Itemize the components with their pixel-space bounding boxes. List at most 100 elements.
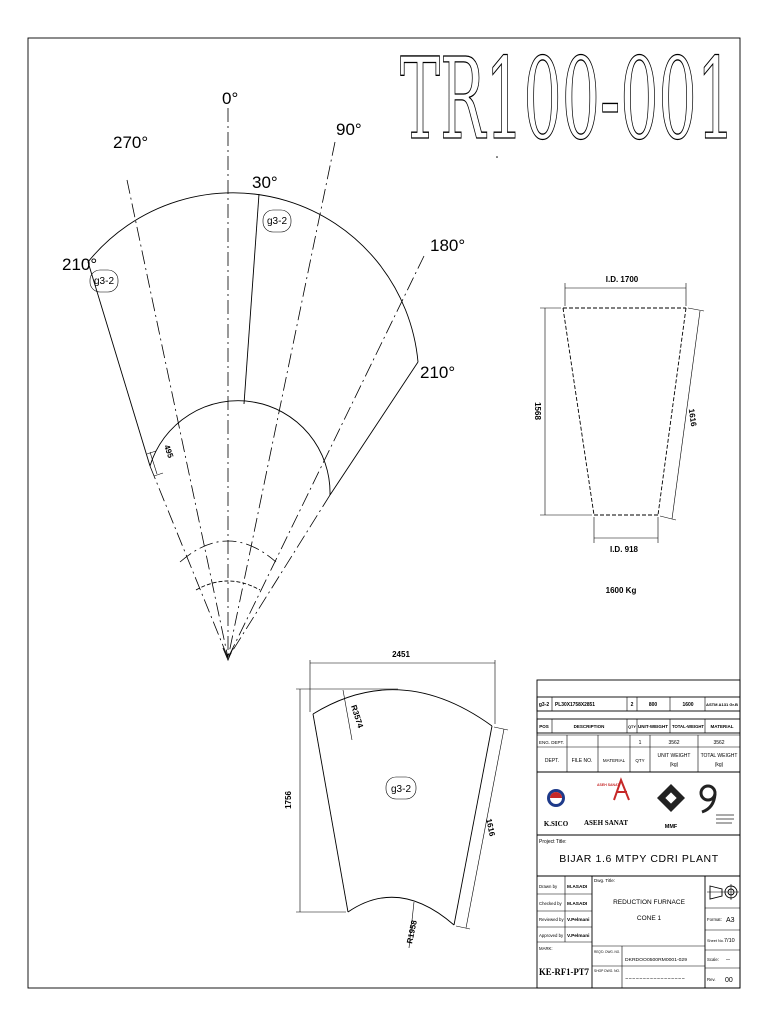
- band-width-tick-2: [153, 472, 164, 477]
- bottom-id-dim: I.D. 918: [610, 545, 639, 554]
- project-title-label: Project Title:: [539, 839, 567, 845]
- format: A3: [726, 917, 735, 924]
- project-title: BIJAR 1.6 MTPY CDRI PLANT: [559, 853, 719, 865]
- approved-by: V.Pelmani: [567, 933, 590, 939]
- inner-arc: [149, 400, 331, 496]
- angle-label-0: 0°: [222, 89, 238, 108]
- right-edge: [329, 361, 419, 496]
- plate-inner-arc: [347, 896, 455, 926]
- dwg-title-label: Dwg. Title:: [594, 878, 615, 883]
- eng-unit-weight: 3562: [668, 740, 679, 746]
- apex-arrow: [222, 647, 234, 662]
- plate-outer-arc: [312, 689, 493, 727]
- cone-weight: 1600 Kg: [606, 586, 637, 595]
- eng-qty: 1: [639, 740, 642, 746]
- apex-arc-inner: [195, 580, 261, 591]
- inner-radius-leader: [408, 901, 415, 949]
- rev-label: Rev.: [707, 977, 716, 982]
- band-width-tick-1: [146, 450, 157, 455]
- plate-mark-bubble: [385, 776, 417, 800]
- left-edge-extension: [149, 465, 229, 659]
- bom-header-description: DESCRIPTION: [574, 724, 605, 729]
- angle-label-30: 30°: [252, 173, 278, 192]
- eng-total-weight: 3562: [713, 740, 724, 746]
- mmf-label: MMF: [665, 824, 678, 830]
- cone-right-side: [657, 307, 687, 516]
- eng-header-file-no: FILE NO.: [572, 758, 593, 764]
- slant-dim: 1616: [687, 408, 698, 427]
- cone-development: 0° 270° 90° 30° 180° 210° 210° g3-2 g3-2…: [62, 89, 465, 662]
- title-block: g3-2 PL30X1758X2851 2 800 1600 ASTM A131…: [536, 679, 741, 989]
- sheet-border: [27, 37, 741, 989]
- plate-piece: 2451 R3574 g3-2 1756 1616 R1958: [284, 650, 509, 949]
- plate-mark: g3-2: [391, 784, 411, 795]
- height-dim: 1568: [533, 402, 542, 420]
- ksico-logo: K.SICO: [544, 789, 569, 828]
- apex-arc: [179, 540, 277, 563]
- plate-slant-dim: 1616: [484, 818, 497, 838]
- eng-header-unit-weight: UNIT WEIGHT: [658, 753, 691, 759]
- plate-width-dim: 2451: [392, 650, 410, 659]
- part-mark-bubble-2: [89, 269, 119, 293]
- bom-header-material: MATERIAL: [711, 724, 734, 729]
- slant-dim-ext-bottom: [659, 515, 677, 521]
- eng-header-qty: QTY: [635, 758, 644, 763]
- bom-header-pos: POS: [539, 724, 549, 729]
- seam-line: [243, 193, 260, 405]
- mmf-logo: MMF: [657, 784, 685, 830]
- eng-header-total-weight: TOTAL WEIGHT: [701, 753, 738, 759]
- bom-description: PL30X1758X2851: [555, 702, 595, 708]
- eng-dept: ENG. DEPT.: [539, 740, 564, 745]
- rev: 00: [725, 977, 733, 984]
- top-id-dim: I.D. 1700: [606, 275, 639, 284]
- mark-label: MARK:: [539, 946, 553, 951]
- ksico-label: K.SICO: [544, 820, 569, 828]
- partner-logo-ring: [699, 784, 717, 802]
- centerline-270: [126, 179, 229, 659]
- dwg-title-line1: REDUCTION FURNACE: [613, 899, 686, 906]
- angle-label-210-left: 210°: [62, 255, 97, 274]
- bom-header-qty: QTY: [628, 725, 636, 729]
- eng-header-dept: DEPT.: [545, 758, 559, 764]
- drawn-by: M.ASADI: [567, 884, 588, 890]
- angle-label-270: 270°: [113, 133, 148, 152]
- angle-label-210-right: 210°: [420, 363, 455, 382]
- outer-arc: [87, 192, 419, 363]
- aseh-sanat-small-label: ASEH SANAT: [597, 783, 620, 787]
- cone-left-side: [562, 307, 595, 516]
- bom-header-row: [536, 718, 741, 734]
- drawing-number: TR100-001: [400, 35, 735, 165]
- approved-by-label: Approved by: [539, 933, 564, 938]
- plate-left-edge: [312, 713, 349, 913]
- left-edge: [87, 261, 151, 467]
- part-mark-bubble-1: [262, 209, 292, 233]
- projection-cone: [709, 885, 723, 900]
- format-label: Format:: [707, 917, 722, 922]
- bom-total-weight: 1600: [682, 702, 693, 708]
- aseh-sanat-mark: [613, 777, 630, 801]
- aseh-sanat-logo: ASEH SANAT ASEH SANAT: [584, 777, 630, 827]
- reqd-dwg-label: REQ'D. DWG. NO.: [594, 950, 620, 954]
- projection-symbol-icon: [707, 884, 739, 900]
- plate-right-edge: [453, 725, 493, 926]
- plate-inner-radius: R1958: [405, 919, 419, 944]
- title-block-frame: [536, 679, 741, 989]
- bom-unit-weight: 800: [649, 702, 658, 708]
- bom-header-total-weight: TOTAL-WEIGHT: [672, 724, 704, 729]
- partner-logo-tail: [701, 793, 717, 814]
- cone-side-view: I.D. 1700 1568 1616 I.D. 918 1600 Kg: [533, 275, 705, 595]
- scale-label: Scale:: [707, 957, 719, 962]
- eng-header-unit-weight-unit: (kg): [670, 762, 679, 768]
- checked-by: M.ASADI: [567, 901, 588, 907]
- bom-header-unit-weight: UNIT-WEIGHT: [638, 724, 668, 729]
- centerline-180: [227, 255, 425, 659]
- dwg-title-line2: CONE 1: [637, 915, 662, 922]
- mark: KE-RF1-PT7: [539, 967, 589, 977]
- mmf-diamond-inner: [665, 792, 677, 804]
- bom-qty: 2: [631, 702, 634, 708]
- sheet-label: Sheet No.: [707, 939, 724, 943]
- angle-label-180: 180°: [430, 236, 465, 255]
- plate-outer-radius: R3574: [349, 704, 365, 730]
- plate-slant-ext-bottom: [455, 925, 471, 930]
